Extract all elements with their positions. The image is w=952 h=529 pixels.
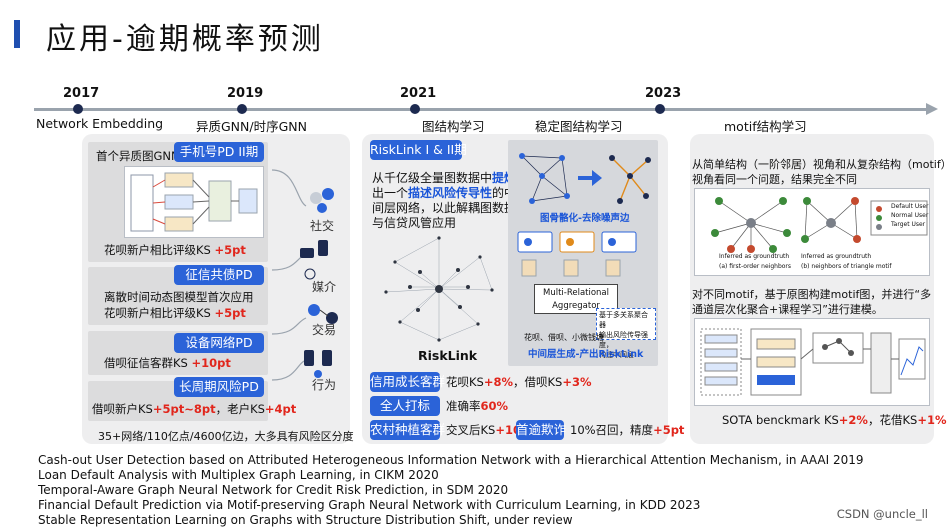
source-media-label: 媒介 xyxy=(312,280,337,294)
reference-2: Loan Default Analysis with Multiplex Gra… xyxy=(38,468,439,482)
graph-denoise-label: 图骨骼化-去除噪声边 xyxy=(540,213,630,224)
motif-text2-line1: 对不同motif，基于原图构建motif图，并进行“多 xyxy=(692,288,932,301)
first-overdue-fraud-result: 10%召回，精度+5pt xyxy=(570,423,685,437)
title-accent-bar xyxy=(14,20,20,48)
risklink-desc-line4: 与信贷风管应用 xyxy=(372,216,457,230)
legend-target-user: Target User xyxy=(891,221,926,228)
timeline-dot-2021 xyxy=(410,104,420,114)
phone-pd-result: 花呗新户相比评级KS +5pt xyxy=(104,243,246,257)
products-label: 花呗、借呗、小微钱塘 xyxy=(524,333,604,342)
legend-default-user: Default User xyxy=(891,203,929,210)
aggregator-note-line2: 输出风险传导强度， xyxy=(599,331,648,349)
watermark: CSDN @uncle_ll xyxy=(836,507,928,521)
phase-hetero-gnn: 异质GNN/时序GNN xyxy=(196,119,307,134)
reference-4: Financial Default Prediction via Motif-p… xyxy=(38,498,701,512)
year-2019: 2019 xyxy=(227,86,264,101)
device-pd-result: 借呗征信客群KS +10pt xyxy=(104,356,231,370)
caption-a-inferred: Inferred as groundtruth xyxy=(719,253,790,260)
long-cycle-pd-result: 借呗新户KS+5pt~8pt，老户KS+4pt xyxy=(92,402,297,416)
caption-b-label: (b) neighbors of triangle motif xyxy=(801,263,892,270)
timeline-dot-2019 xyxy=(237,104,247,114)
caption-a-label: (a) first-order neighbors xyxy=(719,263,792,270)
credit-pd-result: 花呗新户相比评级KS +5pt xyxy=(104,306,246,320)
motif-text2-line2: 通道层次化聚合+课程学习”进行建模。 xyxy=(692,303,883,316)
legend-normal-user: Normal User xyxy=(891,212,929,219)
aggregator-title-line1: Multi-Relational xyxy=(542,288,610,298)
phase-stable-graph: 稳定图结构学习 xyxy=(535,119,623,134)
motif-comparison-figure: Default User Normal User Target User Inf… xyxy=(694,188,930,276)
risklink-desc-line3: 间层网络，以此解耦图数据 xyxy=(372,201,517,215)
data-source-icons xyxy=(271,169,338,381)
timeline-axis xyxy=(34,108,930,111)
first-hetero-gnn-label: 首个异质图GNN xyxy=(96,149,180,163)
credit-growth-result: 花呗KS+8%，借呗KS+3% xyxy=(446,375,592,389)
aggregator-note-line3: 构建中间层 xyxy=(599,351,634,359)
credit-growth-pill: 信用成长客群 xyxy=(370,372,445,392)
year-2021: 2021 xyxy=(400,86,437,101)
long-cycle-pd-pill: 长周期风险PD xyxy=(174,377,264,397)
risklink-desc-line2: 出一个描述风险传导性的中 xyxy=(372,186,517,200)
aggregator-note: 基于多关系聚合器 输出风险传导强度， 构建中间层 xyxy=(596,308,656,359)
page-title: 应用-逾期概率预测 xyxy=(46,22,324,57)
credit-pd-desc: 离散时间动态图模型首次应用 xyxy=(104,290,254,304)
timeline-arrow-icon xyxy=(926,103,938,115)
full-labeling-pill: 全人打标 xyxy=(370,396,440,416)
phone-pd-pill: 手机号PD II期 xyxy=(174,142,264,162)
source-trade-label: 交易 xyxy=(312,323,337,337)
reference-5: Stable Representation Learning on Graphs… xyxy=(38,513,573,527)
left-panel-footnote: 35+网络/110亿点/4600亿边，大多具有风险区分度 xyxy=(98,430,354,443)
phase-network-embedding: Network Embedding xyxy=(36,116,164,131)
motif-text1-line1: 从简单结构（一阶邻居）视角和从复杂结构（motif） xyxy=(692,158,952,171)
source-social-label: 社交 xyxy=(310,219,335,233)
timeline-dot-2023 xyxy=(655,104,665,114)
aggregator-note-line1: 基于多关系聚合器 xyxy=(599,311,648,329)
first-overdue-fraud-pill: 首逾欺诈 xyxy=(516,420,566,440)
graph-denoise-figure xyxy=(519,153,651,204)
full-labeling-result: 准确率60% xyxy=(446,399,509,413)
motif-model-architecture-figure xyxy=(694,318,930,406)
year-2017: 2017 xyxy=(63,86,100,101)
year-2023: 2023 xyxy=(645,86,682,101)
device-pd-pill: 设备网络PD xyxy=(174,333,264,353)
source-behavior-label: 行为 xyxy=(312,378,337,392)
sota-result: SOTA benckmark KS+2%，花借KS+1% xyxy=(722,413,947,427)
user-relations-figure xyxy=(517,231,637,277)
risklink-network-graph xyxy=(384,236,494,342)
rural-planting-pill: 农村种植客群 xyxy=(370,420,445,440)
hetero-gnn-architecture-figure xyxy=(124,166,264,238)
output-label: 中间层生成-产出RiskLink xyxy=(528,349,644,360)
phase-graph-structure: 图结构学习 xyxy=(422,119,485,134)
aggregator-title-line2: Aggregator xyxy=(552,301,600,311)
reference-1: Cash-out User Detection based on Attribu… xyxy=(38,453,864,467)
credit-pd-pill: 征信共债PD xyxy=(174,265,264,285)
timeline-dot-2017 xyxy=(73,104,83,114)
risklink-network-label: RiskLink xyxy=(418,348,478,363)
caption-b-inferred: Inferred as groundtruth xyxy=(801,253,872,260)
motif-text1-line2: 视角看同一个问题，结果完全不同 xyxy=(692,173,857,186)
reference-3: Temporal-Aware Graph Neural Network for … xyxy=(38,483,509,497)
phase-motif: motif结构学习 xyxy=(724,119,807,134)
risklink-pill: RiskLink I & II期 xyxy=(370,140,467,160)
